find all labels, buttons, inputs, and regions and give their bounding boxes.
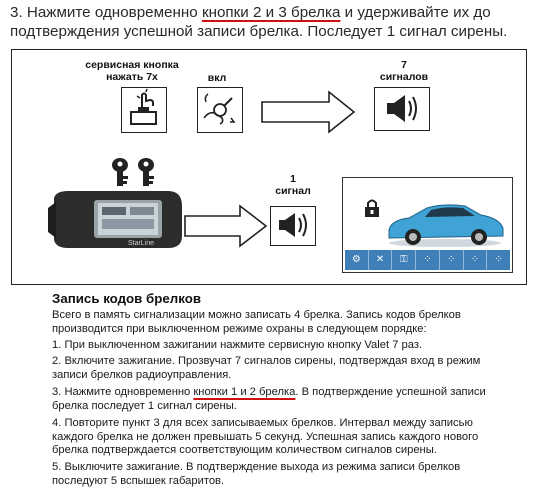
step-2: 2. Включите зажигание. Прозвучат 7 сигна…: [52, 355, 481, 381]
step-5: 5. Выключите зажигание. В подтверждение …: [52, 461, 461, 487]
siren-speaker-icon: [279, 213, 307, 237]
fob-keys-icon: [112, 158, 154, 186]
step-4: 4. Повторите пункт 3 для всех записываем…: [52, 417, 479, 457]
car-lock-icon: [365, 199, 379, 217]
siren-speaker-icon: [387, 95, 417, 122]
step-1: 1. При выключенном зажигании нажмите сер…: [52, 339, 423, 351]
one-signal-label: 1 сигнал: [275, 173, 311, 197]
instruction-highlight: кнопки 2 и 3 брелка: [201, 4, 341, 21]
car-illustration: [388, 204, 504, 247]
instruction-suffix: и удерживайте их до подтверждения успешн…: [10, 4, 508, 40]
ignition-on-label: вкл: [207, 72, 227, 84]
ignition-key-box: [197, 87, 243, 133]
top-instruction: 3. Нажмите одновременно кнопки 2 и 3 бре…: [10, 3, 538, 41]
screen-status-bar: ⚙ ✕ ⚿ ⁘ ⁘ ⁘ ⁘: [345, 250, 510, 270]
car-status-screen: ⚙ ✕ ⚿ ⁘ ⁘ ⁘ ⁘: [342, 177, 513, 273]
status-slot-icon: ⁘: [416, 250, 440, 270]
step-3: 3. Нажмите одновременно кнопки 1 и 2 бре…: [52, 386, 486, 412]
arrow-right-icon: [184, 204, 268, 248]
status-slot-icon: ⁘: [464, 250, 488, 270]
key-fob-icon: StarLine: [48, 191, 182, 248]
section-heading: Запись кодов брелков: [52, 291, 202, 306]
procedure-diagram: сервисная кнопка нажать 7х вкл 7 сигнало…: [11, 49, 527, 285]
status-slot-icon: ⁘: [440, 250, 464, 270]
status-slot-icon: ⚿: [392, 250, 417, 270]
instruction-prefix: 3. Нажмите одновременно: [10, 4, 202, 21]
status-slot-icon: ⚙: [345, 250, 369, 270]
service-button-box: [121, 87, 167, 133]
one-signal-box: [270, 206, 316, 246]
step-3-highlight: кнопки 1 и 2 брелка: [193, 386, 296, 398]
seven-signals-box: [374, 87, 430, 131]
status-slot-icon: ✕: [369, 250, 393, 270]
key-turn-icon: [203, 93, 236, 125]
intro-paragraph: Всего в память сигнализации можно записа…: [52, 309, 461, 335]
seven-signals-label: 7 сигналов: [379, 59, 429, 83]
service-button-label: сервисная кнопка нажать 7х: [85, 59, 179, 83]
status-slot-icon: ⁘: [494, 254, 503, 265]
arrow-right-icon: [261, 90, 356, 134]
hand-pressing-button-icon: [130, 88, 157, 125]
svg-text:StarLine: StarLine: [128, 240, 154, 247]
